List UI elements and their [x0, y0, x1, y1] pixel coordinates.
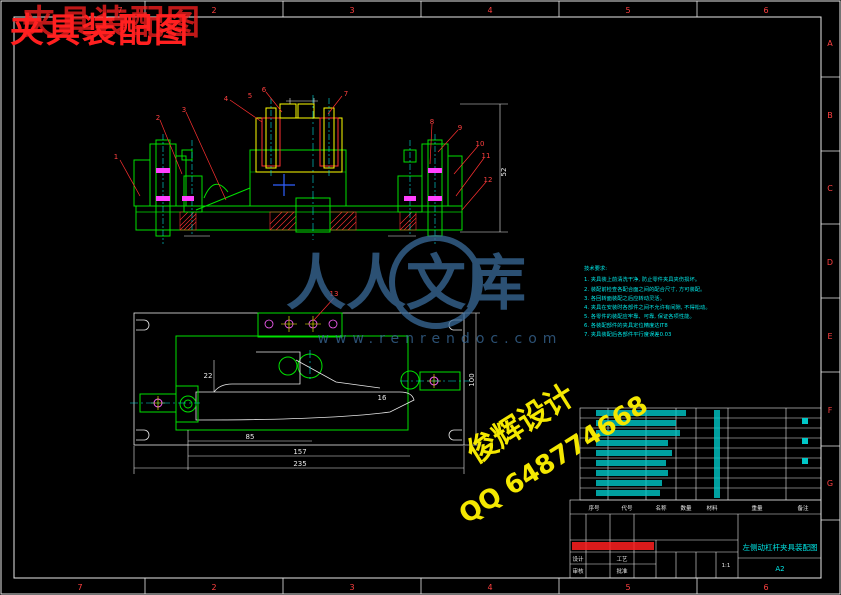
balloon-12: 12 — [484, 176, 493, 184]
zone-col-bot-1: 2 — [211, 583, 216, 592]
page-title-shadow: 夹具装配图 — [22, 3, 202, 43]
tech-note-line: 4. 夹具在安装时各部件之间不允许有间隙, 不得松动。 — [584, 303, 711, 311]
zone-col-bot-extra: 7 — [77, 583, 82, 592]
zone-col-bot-3: 4 — [487, 583, 492, 592]
tech-note-line: 7. 夹具装配后各部件平行度误差0.03 — [584, 330, 671, 338]
site-watermark: 人人文库 www.renrendoc.com — [286, 235, 563, 347]
zone-col-bot-5: 6 — [763, 583, 768, 592]
dim-front-height: 52 — [500, 168, 508, 177]
parts-col-index: 序号 — [588, 504, 600, 512]
balloon-7: 7 — [344, 90, 348, 98]
dim-plan-85: 85 — [246, 433, 255, 441]
drawing-name: 左侧动杠杆夹具装配图 — [743, 542, 818, 552]
balloon-6: 6 — [262, 86, 267, 94]
page-title: 夹具装配图 — [10, 11, 190, 51]
zone-grid-ticks — [144, 1, 840, 594]
tech-note-line: 6. 各装配部件的夹具定位精度达IT8 — [584, 321, 668, 329]
zone-col-top-2: 3 — [349, 6, 354, 15]
zone-row-f: F — [828, 406, 833, 415]
sig-process: 工艺 — [616, 556, 628, 563]
sig-approve: 批准 — [616, 567, 628, 575]
front-view: 52 — [119, 91, 508, 244]
tech-note-line: 2. 装配前检查各配合面之间的配合尺寸, 方可装配。 — [584, 285, 705, 293]
balloon-1: 1 — [114, 153, 118, 161]
scale-value: 1:1 — [722, 563, 731, 569]
watermark-url: www.renrendoc.com — [318, 331, 563, 347]
zone-row-e: E — [827, 332, 832, 341]
sig-check: 审核 — [572, 567, 584, 575]
title-block — [569, 499, 822, 579]
dim-plan-16: 16 — [378, 394, 387, 402]
tech-notes-heading: 技术要求: — [584, 264, 607, 272]
zone-col-top-1: 2 — [211, 6, 216, 15]
zone-col-bot-2: 3 — [349, 583, 354, 592]
parts-col-qty: 数量 — [680, 504, 692, 512]
balloon-9: 9 — [458, 124, 462, 132]
plan-view — [130, 297, 480, 474]
dim-plan-100: 100 — [468, 373, 476, 386]
dim-plan-22: 22 — [204, 372, 213, 380]
tech-note-line: 3. 各回转面装配之后应转动灵活。 — [584, 294, 665, 302]
balloon-5: 5 — [248, 92, 252, 100]
tech-note-line: 5. 各零件的装配应牢靠、可靠, 保证各项性能。 — [584, 312, 695, 320]
zone-col-top-3: 4 — [487, 6, 492, 15]
sheet-size: A2 — [775, 565, 784, 573]
zone-row-b: B — [827, 111, 833, 120]
zone-row-a: A — [827, 39, 833, 48]
dim-plan-235: 235 — [293, 460, 306, 468]
balloon-11: 11 — [482, 152, 491, 160]
parts-col-weight: 重量 — [751, 504, 763, 512]
zone-col-top-5: 6 — [763, 6, 768, 15]
balloon-10: 10 — [476, 140, 485, 148]
parts-list-fills — [596, 410, 808, 498]
balloon-4: 4 — [224, 95, 229, 103]
parts-col-material: 材料 — [706, 504, 718, 512]
zone-col-top-extra: 7 — [117, 6, 122, 15]
balloon-8: 8 — [430, 118, 434, 126]
zone-col-top-4: 5 — [625, 6, 630, 15]
parts-col-name: 名称 — [655, 504, 667, 512]
zone-row-d: D — [827, 258, 833, 267]
zone-row-c: C — [827, 184, 833, 193]
parts-col-code: 代号 — [621, 504, 633, 512]
balloon-13: 13 — [330, 290, 339, 298]
zone-row-g: G — [827, 479, 833, 488]
parts-col-remark: 备注 — [797, 504, 809, 512]
balloon-3: 3 — [182, 106, 186, 114]
balloon-2: 2 — [156, 114, 160, 122]
tech-note-line: 1. 夹具装上前清洗干净, 防止零件夹具夹伤损坏。 — [584, 275, 700, 283]
watermark-brand: 人人文库 — [286, 249, 526, 319]
technical-requirements: 技术要求: 1. 夹具装上前清洗干净, 防止零件夹具夹伤损坏。 2. 装配前检查… — [584, 264, 711, 338]
dim-plan-157: 157 — [293, 448, 306, 456]
zone-col-bot-4: 5 — [625, 583, 630, 592]
sig-design: 设计 — [572, 555, 584, 563]
